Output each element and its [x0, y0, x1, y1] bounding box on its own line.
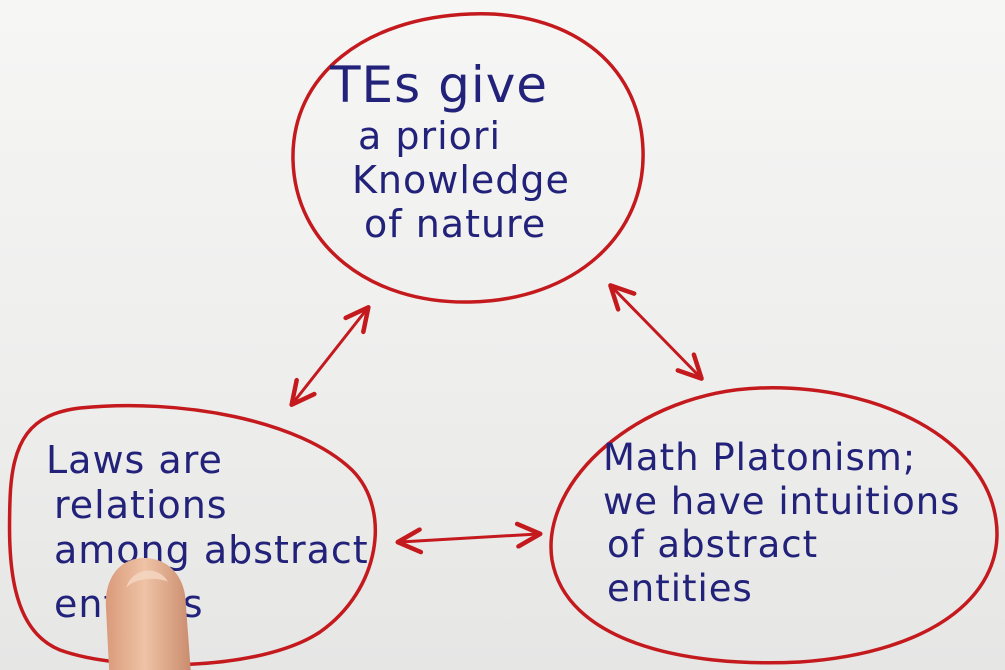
arrow-top-left — [289, 304, 371, 408]
right-node-outline — [549, 386, 999, 665]
top-node-text: TEs give a priori Knowledge of nature — [322, 56, 570, 246]
top-node-line: a priori — [358, 114, 502, 158]
left-node-line: Laws are — [46, 438, 223, 482]
left-node-text: Laws are relations among abstract entiti… — [46, 438, 369, 627]
pointing-finger — [105, 558, 191, 670]
top-node-line: of nature — [364, 202, 547, 247]
arrow-left-right — [395, 521, 543, 555]
right-node-text: Math Platonism; we have intuitions of ab… — [603, 436, 960, 611]
left-node-outline — [7, 403, 378, 667]
top-node-outline — [291, 12, 645, 304]
right-node-line: Math Platonism; — [603, 436, 917, 479]
left-node-line: among abstract — [54, 527, 369, 572]
right-node-line: of abstract — [607, 523, 819, 567]
left-node-line: relations — [54, 482, 228, 527]
arrow-top-right — [608, 283, 704, 381]
right-node-line: entities — [607, 566, 753, 610]
top-node-line: TEs give — [330, 56, 549, 114]
right-node-line: we have intuitions — [603, 479, 961, 523]
top-node-line: Knowledge — [352, 158, 570, 203]
